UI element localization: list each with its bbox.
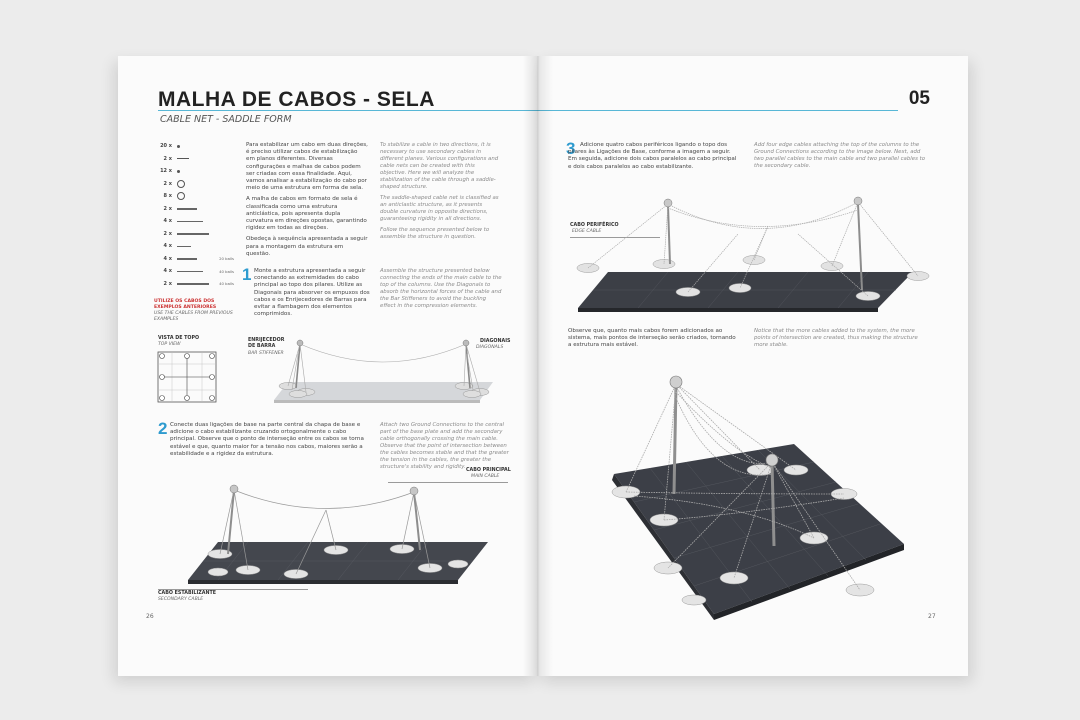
parts-qty: 4 x [163,243,172,250]
step-2-text-en: Attach two Ground Connections to the cen… [380,422,509,470]
parts-note: 40 balls [219,268,234,274]
step-2-model-image [158,480,498,590]
parts-row: 20 x [154,140,234,153]
parts-row: 4 x 20 balls [154,253,234,266]
page-subtitle: CABLE NET - SADDLE FORM [160,114,292,125]
parts-note-pt: UTILIZE OS CABOS DOS EXEMPLOS ANTERIORES [154,299,217,310]
title-rule [158,110,538,111]
part-icon [177,158,189,160]
step-1-number: 1 [242,265,252,284]
parts-row: 8 x [154,190,234,203]
intro-pt-paragraph: Para estabilizar um cabo em duas direçõe… [246,142,368,192]
part-icon [177,169,180,173]
parts-note: 40 balls [219,281,234,287]
note-pt: Observe que, quanto mais cabos forem adi… [568,328,736,349]
step-2-text-pt: Conecte duas ligações de base na parte c… [170,422,364,457]
edge-cable-leader [570,237,660,238]
diagonals-label-en: DIAGONALS [476,345,504,350]
intro-en-paragraph: To stabilize a cable in two directions, … [380,142,499,190]
parts-row: 12 x [154,165,234,178]
part-icon [177,245,191,247]
secondary-cable-leader [158,589,308,590]
parts-row: 4 x [154,215,234,228]
part-icon [177,270,203,272]
top-view-label: VISTA DE TOPO [158,336,200,341]
chapter-number: 05 [908,88,930,109]
parts-qty: 20 x [160,143,172,150]
diagonals-label: DIAGONAIS [480,339,511,344]
part-icon [177,220,203,222]
page-title: MALHA DE CABOS - SELA [158,88,435,111]
intro-en: To stabilize a cable in two directions, … [380,142,502,241]
step-3-number: 3 [566,139,576,158]
part-icon [177,208,197,210]
edge-cable-label-en: EDGE CABLE [572,229,602,234]
part-icon [177,192,185,201]
parts-qty: 2 x [163,280,172,287]
parts-row: 2 x [154,153,234,166]
intro-en-paragraph: The saddle-shaped cable net is classifie… [380,195,499,222]
parts-note: 20 balls [219,256,234,262]
parts-qty: 2 x [163,205,172,212]
part-icon [177,258,197,260]
parts-qty: 4 x [163,255,172,262]
parts-qty: 2 x [163,155,172,162]
right-page: 05 3 Adicione quatro cabos periféricos l… [538,56,968,676]
chapter-rule [538,110,898,111]
parts-qty: 12 x [160,168,172,175]
parts-qty: 2 x [163,230,172,237]
main-cable-leader [388,482,508,483]
parts-qty: 8 x [163,193,172,200]
secondary-cable-label: CABO ESTABILIZANTE [158,591,217,596]
page-number-right: 27 [928,613,936,620]
parts-qty: 4 x [163,218,172,225]
step-1-text-pt: Monte a estrutura apresentada a seguir c… [254,268,370,318]
secondary-cable-label-en: SECONDARY CABLE [158,597,204,602]
parts-qty: 4 x [163,268,172,275]
parts-row: 2 x [154,228,234,241]
left-page: MALHA DE CABOS - SELA CABLE NET - SADDLE… [118,56,538,676]
part-icon [177,144,180,148]
part-icon [177,233,209,235]
part-icon [177,179,185,188]
parts-row: 4 x 40 balls [154,265,234,278]
main-cable-label: CABO PRINCIPAL [466,468,511,473]
edge-cable-label: CABO PERIFÉRICO [570,223,619,228]
parts-note-en: USE THE CABLES FROM PREVIOUS EXAMPLES [154,311,233,322]
note-en: Notice that the more cables added to the… [754,328,918,348]
step-3-text-pt: Adicione quatro cabos periféricos ligand… [568,142,737,170]
intro-pt: Para estabilizar um cabo em duas direçõe… [246,142,368,258]
part-icon [177,283,209,285]
parts-row: 2 x [154,203,234,216]
step-1-model-image [268,334,503,404]
parts-row: 2 x [154,178,234,191]
step-3-text-en: Add four edge cables attaching the top o… [754,142,926,169]
parts-row: 2 x 40 balls [154,278,234,291]
bar-stiffener-label: ENRIJECEDOR DE BARRA [248,338,285,349]
intro-en-paragraph: Follow the sequence presented below to a… [380,227,490,240]
magazine-spread: MALHA DE CABOS - SELA CABLE NET - SADDLE… [118,56,968,676]
step-1-text-en: Assemble the structure presented below c… [380,268,502,309]
bar-stiffener-label-en: BAR STIFFENER [248,351,284,356]
step-3-model-image [568,184,938,314]
parts-row: 4 x [154,240,234,253]
main-cable-label-en: MAIN CABLE [471,474,500,479]
intro-pt-paragraph: Obedeça à sequência apresentada a seguir… [246,236,368,257]
final-model-image [574,364,934,634]
top-view-label-en: TOP VIEW [158,342,181,347]
parts-list: 20 x 2 x 12 x 2 x 8 x 2 x 4 x 2 x 4 x 4 x 20 balls… [154,140,234,300]
intro-pt-paragraph: A malha de cabos em formato de sela é cl… [246,196,367,232]
step-2-number: 2 [158,419,168,438]
parts-note: UTILIZE OS CABOS DOS EXEMPLOS ANTERIORES… [154,299,234,323]
parts-qty: 2 x [163,180,172,187]
top-view-diagram [156,350,218,404]
page-number-left: 26 [146,613,154,620]
